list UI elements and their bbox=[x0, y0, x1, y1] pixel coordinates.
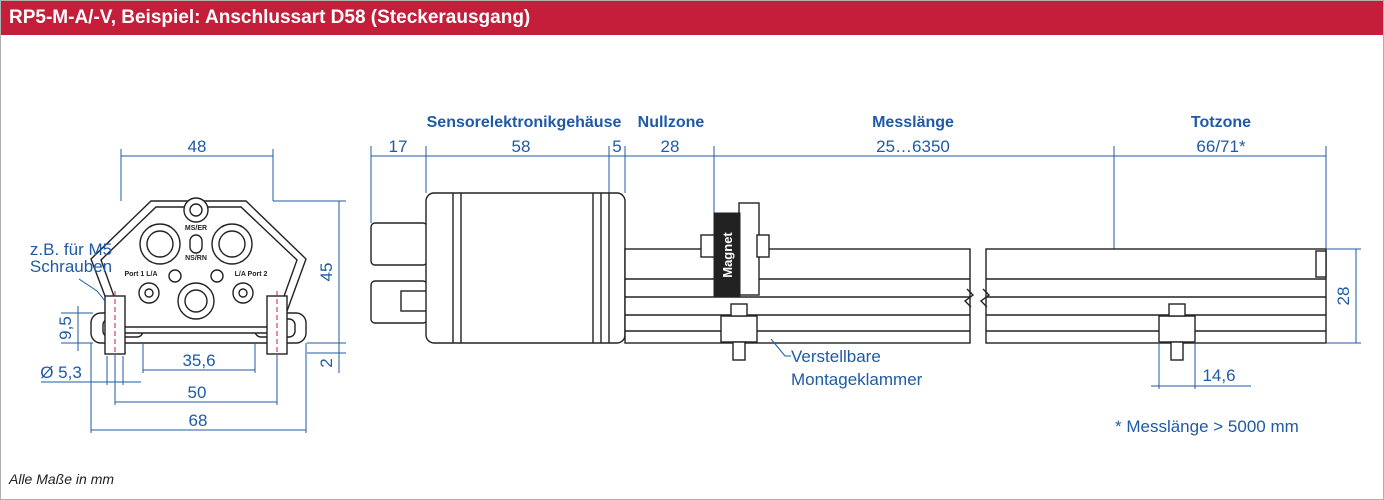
heading-measuring-length: Messlänge bbox=[872, 114, 954, 131]
power-connector bbox=[177, 282, 215, 320]
clamp-label-line1: Verstellbare bbox=[791, 347, 881, 366]
dim-28: 28 bbox=[661, 137, 680, 156]
dim-profile-height: 28 bbox=[1334, 287, 1353, 306]
dim-spacing-holes: 50 bbox=[188, 383, 207, 402]
mounting-clamp-right bbox=[1158, 315, 1196, 343]
screw-label-line1: z.B. für M5 bbox=[30, 240, 112, 259]
heading-null-zone: Nullzone bbox=[638, 114, 705, 131]
dim-clamp-width: 14,6 bbox=[1202, 366, 1235, 385]
magnet-block bbox=[713, 212, 741, 298]
dim-58: 58 bbox=[512, 137, 531, 156]
magnet-carrier bbox=[738, 202, 760, 296]
port-2-connector bbox=[211, 223, 253, 265]
dim-measuring-length: 25…6350 bbox=[876, 137, 950, 156]
ms-er-label: MS/ER bbox=[185, 225, 207, 232]
dim-width-total: 68 bbox=[189, 411, 208, 430]
title-bar: RP5-M-A/-V, Beispiel: Anschlussart D58 (… bbox=[1, 1, 1383, 35]
clamp-label-line2: Montageklammer bbox=[791, 370, 923, 389]
screw-label-line2: Schrauben bbox=[30, 257, 112, 276]
connector-plug-top bbox=[370, 222, 428, 266]
heading-sensor-housing: Sensorelektronikgehäuse bbox=[427, 114, 622, 131]
dim-height: 45 bbox=[317, 263, 336, 282]
port-2-label: L/A Port 2 bbox=[235, 271, 268, 278]
units-footnote: Alle Maße in mm bbox=[9, 471, 115, 487]
dim-5: 5 bbox=[612, 137, 621, 156]
port-1-connector bbox=[139, 223, 181, 265]
dim-bottom-offset: 2 bbox=[317, 358, 336, 367]
mounting-clamp-left bbox=[720, 315, 758, 343]
sensor-electronics-housing bbox=[425, 192, 626, 344]
profile-left-segment bbox=[624, 248, 971, 344]
port-1-label: Port 1 L/A bbox=[124, 271, 157, 278]
ns-rn-label: NS/RN bbox=[185, 255, 207, 262]
measuring-length-note: * Messlänge > 5000 mm bbox=[1115, 417, 1299, 436]
dim-dead-zone: 66/71* bbox=[1196, 137, 1246, 156]
dim-spacing-inner: 35,6 bbox=[182, 351, 215, 370]
heading-dead-zone: Totzone bbox=[1191, 114, 1251, 131]
dim-hole-diameter: Ø 5,3 bbox=[40, 363, 82, 382]
magnet-label: Magnet bbox=[720, 232, 735, 278]
dim-width-top: 48 bbox=[188, 137, 207, 156]
side-view: Sensorelektronikgehäuse Nullzone Messlän… bbox=[370, 114, 1361, 436]
front-view: 48 bbox=[30, 137, 346, 433]
dim-17: 17 bbox=[389, 137, 408, 156]
drawing-title: RP5-M-A/-V, Beispiel: Anschlussart D58 (… bbox=[9, 7, 531, 28]
profile-right-segment bbox=[985, 248, 1327, 344]
dim-clamp-height: 9,5 bbox=[56, 316, 75, 340]
